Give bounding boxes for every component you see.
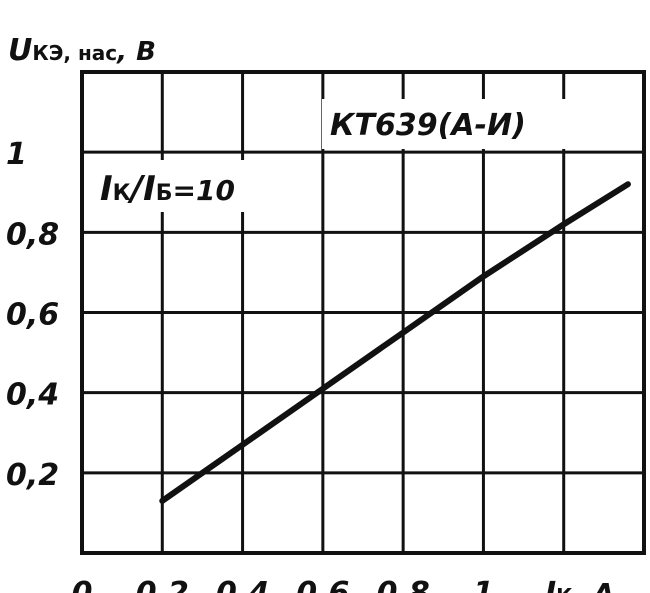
condition-label-bg	[90, 160, 290, 212]
series-line	[159, 181, 631, 504]
x-tick-label: 0,2	[136, 576, 189, 593]
x-tick-label: 1	[473, 576, 494, 593]
y-axis-label: UКЭ, нас, В	[8, 33, 156, 68]
x-tick-label: 0,8	[377, 576, 430, 593]
series-layer	[159, 181, 631, 504]
plot-frame	[80, 70, 646, 555]
x-tick-label: 0	[72, 576, 93, 593]
y-tick-label: 0,8	[6, 217, 59, 252]
device-label-bg	[322, 99, 568, 149]
device-label: КТ639(А-И)	[330, 108, 526, 143]
y-tick-labels: 0,2 0,4 0,6 0,8 1	[6, 137, 59, 493]
y-tick-label: 0,6	[6, 298, 59, 333]
condition-label: IК/IБ=10	[100, 169, 235, 209]
y-tick-label: 0,2	[6, 458, 59, 493]
x-axis-label: IК, А	[545, 576, 615, 593]
y-tick-label: 0,4	[6, 378, 59, 413]
x-tick-labels: 0 0,2 0,4 0,6 0,8 1	[72, 576, 494, 593]
x-tick-label: 0,4	[216, 576, 269, 593]
y-tick-label: 1	[6, 137, 27, 172]
x-tick-label: 0,6	[296, 576, 349, 593]
